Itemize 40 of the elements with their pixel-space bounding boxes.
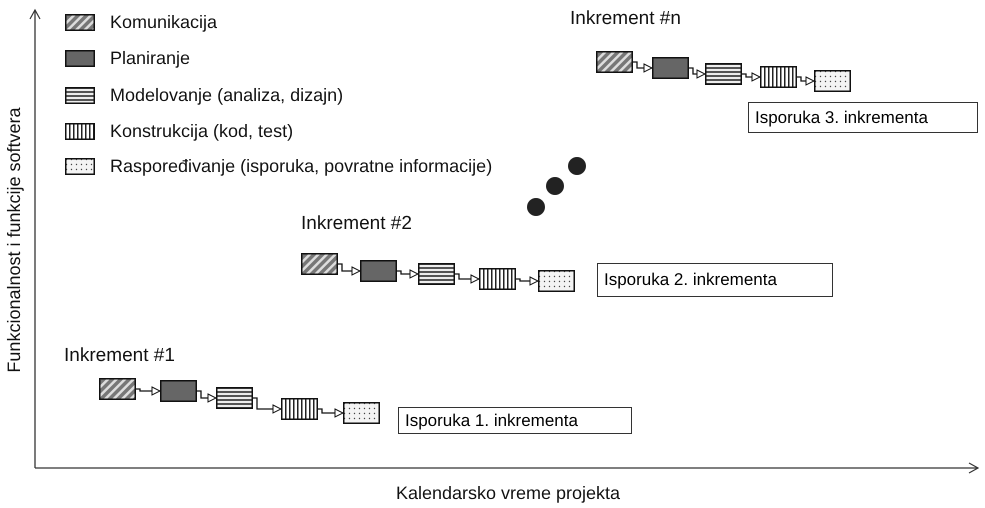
arrow bbox=[318, 408, 344, 418]
arrow bbox=[197, 390, 216, 402]
delivery-box: Isporuka 2. inkrementa bbox=[597, 263, 833, 297]
legend-label: Planiranje bbox=[110, 47, 190, 69]
delivery-box: Isporuka 1. inkrementa bbox=[398, 407, 632, 434]
legend-label: Modelovanje (analiza, dizajn) bbox=[110, 84, 344, 106]
hatched-phase-box bbox=[99, 378, 136, 400]
increment-heading: Inkrement #2 bbox=[301, 213, 412, 235]
arrow bbox=[253, 397, 282, 414]
dotted-phase-box bbox=[814, 70, 851, 92]
hatched-phase-box bbox=[596, 51, 633, 73]
striped-phase-box bbox=[216, 387, 253, 409]
axis-title: Kalendarsko vreme projekta bbox=[396, 482, 620, 504]
vertical-striped-phase-box bbox=[760, 66, 797, 88]
legend-label: Konstrukcija (kod, test) bbox=[110, 120, 294, 142]
arrow bbox=[742, 72, 760, 82]
delivery-box: Isporuka 3. inkrementa bbox=[748, 102, 978, 133]
arrow bbox=[455, 273, 480, 284]
arrow bbox=[689, 67, 706, 78]
arrow bbox=[516, 276, 538, 286]
solid-phase-box bbox=[160, 380, 197, 402]
arrow bbox=[633, 61, 652, 72]
increment-heading: Inkrement #n bbox=[570, 8, 681, 30]
arrow bbox=[136, 386, 160, 396]
solid-phase-box bbox=[652, 57, 689, 79]
legend-label: Raspoređivanje (isporuka, povratne informacije) bbox=[110, 155, 492, 177]
vertical-striped-phase-box bbox=[479, 268, 516, 290]
arrow bbox=[797, 76, 814, 86]
dotted-phase-box bbox=[343, 402, 380, 424]
striped-phase-box bbox=[418, 263, 455, 285]
dotted-phase-box bbox=[538, 270, 575, 292]
increment-heading: Inkrement #1 bbox=[64, 345, 175, 367]
arrow bbox=[338, 263, 360, 276]
hatched-phase-box bbox=[301, 253, 338, 275]
striped-phase-box bbox=[705, 63, 742, 85]
solid-phase-box bbox=[360, 260, 397, 282]
vertical-striped-phase-box bbox=[281, 398, 318, 420]
arrow bbox=[397, 270, 418, 278]
axis-title: Funkcionalnost i funkcije softvera bbox=[3, 107, 25, 373]
legend-label: Komunikacija bbox=[110, 11, 218, 33]
